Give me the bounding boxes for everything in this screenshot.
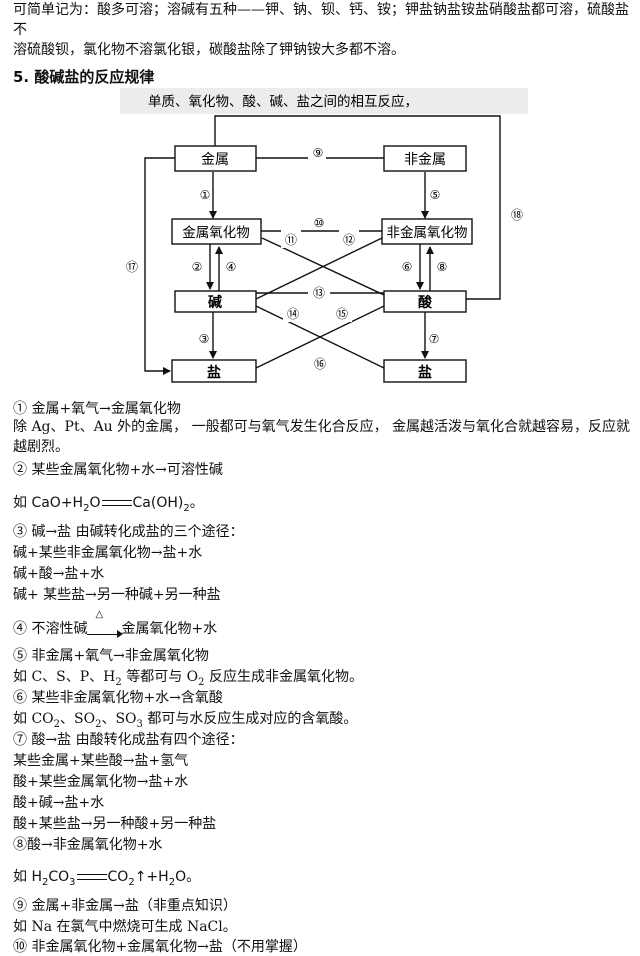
box-metal-oxide: 金属氧化物	[171, 218, 262, 245]
equals-sign	[76, 874, 107, 880]
svg-text:⑬: ⑬	[313, 286, 325, 300]
rule-3-path-b: 碱+酸→盐+水	[13, 566, 105, 582]
box-metal: 金属	[174, 145, 257, 172]
equals-sign	[101, 500, 132, 506]
rule-9: ⑨ 金属+非金属→盐（非重点知识）	[13, 898, 237, 914]
svg-text:碱: 碱	[208, 294, 222, 311]
rule-7-path-a: 某些金属+某些酸→盐+氢气	[13, 753, 189, 769]
marker-14: ⑭	[283, 304, 303, 322]
box-salt-left: 盐	[171, 359, 257, 383]
svg-text:酸: 酸	[418, 294, 433, 311]
rule-6: ⑥ 某些非金属氧化物+水→含氧酸	[13, 690, 223, 706]
rule-7-path-b: 酸+某些金属氧化物→盐+水	[13, 774, 189, 790]
reaction-diagram: 单质、氧化物、酸、碱、盐之间的相互反应， 金属 非金属 金属氧化物 非金属氧化物…	[120, 88, 528, 383]
diagram-title: 单质、氧化物、酸、碱、盐之间的相互反应，	[148, 93, 418, 110]
rule-6-note: 如 CO2、SO2、SO3 都可与水反应生成对应的含氧酸。	[13, 711, 358, 730]
svg-text:⑫: ⑫	[343, 233, 355, 247]
marker-4: ④	[223, 258, 239, 274]
svg-text:⑩: ⑩	[314, 216, 325, 230]
line-17	[144, 157, 175, 375]
marker-2: ②	[188, 258, 204, 274]
marker-18: ⑱	[507, 206, 527, 224]
box-nonmetal: 非金属	[383, 145, 467, 172]
svg-text:③: ③	[199, 332, 210, 346]
intro-line-1: 可简单记为：酸多可溶；溶碱有五种——钾、钠、钡、钙、铵；钾盐钠盐铵盐硝酸盐都可溶…	[13, 2, 629, 38]
line-15	[255, 305, 385, 369]
svg-text:④: ④	[226, 260, 237, 274]
svg-text:盐: 盐	[207, 364, 221, 381]
marker-12: ⑫	[339, 230, 359, 248]
svg-text:盐: 盐	[418, 364, 432, 381]
rule-4: ④ 不溶性碱△金属氧化物+水	[13, 609, 218, 638]
svg-text:⑧: ⑧	[437, 260, 448, 274]
box-salt-right: 盐	[383, 359, 467, 383]
line-18	[214, 115, 501, 303]
diagram-title-band	[120, 88, 528, 114]
svg-text:⑯: ⑯	[314, 357, 326, 371]
rule-7-path-c: 酸+碱→盐+水	[13, 795, 105, 811]
svg-text:⑪: ⑪	[285, 233, 297, 247]
svg-text:⑭: ⑭	[287, 307, 299, 321]
marker-11: ⑪	[281, 230, 301, 248]
rule-5: ⑤ 非金属+氧气→非金属氧化物	[13, 648, 209, 664]
rule-10: ⑩ 非金属氧化物+金属氧化物→盐（不用掌握）	[13, 939, 307, 955]
intro-text: 可简单记为：酸多可溶；溶碱有五种——钾、钠、钡、钙、铵；钾盐钠盐铵盐硝酸盐都可溶…	[13, 0, 633, 60]
svg-text:⑦: ⑦	[429, 332, 440, 346]
heat-arrow: △	[87, 609, 124, 638]
section-heading: 5. 酸碱盐的反应规律	[13, 68, 155, 86]
box-nonmetal-oxide: 非金属氧化物	[381, 218, 473, 245]
marker-7: ⑦	[426, 330, 442, 346]
marker-3: ③	[196, 330, 212, 346]
rule-1-note: 除 Ag、Pt、Au 外的金属， 一般都可与氧气发生化合反应， 金属越活泼与氧化…	[13, 419, 631, 455]
marker-13: ⑬	[308, 284, 330, 300]
svg-text:②: ②	[192, 260, 203, 274]
svg-text:⑱: ⑱	[511, 208, 523, 222]
svg-text:⑰: ⑰	[126, 260, 138, 274]
intro-line-2: 溶硫酸钡，氯化物不溶氯化银，碳酸盐除了钾钠铵大多都不溶。	[13, 42, 405, 58]
rule-7: ⑦ 酸→盐 由酸转化成盐有四个途径：	[13, 732, 244, 748]
svg-text:①: ①	[200, 188, 211, 202]
rule-3-path-a: 碱+某些非金属氧化物→盐+水	[13, 545, 203, 561]
rule-9-note: 如 Na 在氯气中燃烧可生成 NaCl。	[13, 919, 237, 935]
marker-15: ⑮	[332, 304, 352, 322]
marker-9: ⑨	[308, 144, 326, 160]
rule-3: ③ 碱→盐 由碱转化成盐的三个途径：	[13, 524, 244, 540]
svg-text:金属: 金属	[201, 152, 229, 168]
rule-7-path-d: 酸+某些盐→另一种酸+另一种盐	[13, 816, 217, 832]
marker-6: ⑥	[398, 258, 414, 274]
marker-17: ⑰	[122, 258, 142, 276]
rule-3-path-c: 碱+ 某些盐→另一种碱+另一种盐	[13, 587, 221, 603]
rule-8: ⑧酸→非金属氧化物+水	[13, 837, 163, 853]
svg-text:⑮: ⑮	[336, 307, 348, 321]
rule-5-note: 如 C、S、P、H2 等都可与 O2 反应生成非金属氧化物。	[13, 669, 363, 688]
box-acid: 酸	[383, 290, 467, 313]
svg-text:非金属: 非金属	[404, 152, 446, 168]
svg-text:非金属氧化物: 非金属氧化物	[387, 225, 468, 241]
svg-text:⑥: ⑥	[402, 260, 413, 274]
marker-8: ⑧	[434, 258, 450, 274]
line-12	[255, 237, 383, 300]
rule-2: ② 某些金属氧化物+水→可溶性碱	[13, 462, 223, 478]
marker-5: ⑤	[426, 186, 442, 202]
marker-16: ⑯	[310, 354, 330, 372]
svg-text:金属氧化物: 金属氧化物	[182, 225, 250, 241]
svg-text:⑨: ⑨	[313, 146, 324, 160]
box-base: 碱	[174, 290, 257, 313]
svg-text:⑤: ⑤	[430, 188, 441, 202]
rule-1: ① 金属+氧气→金属氧化物	[13, 401, 181, 417]
marker-10: ⑩	[310, 216, 328, 230]
marker-1: ①	[196, 186, 212, 202]
